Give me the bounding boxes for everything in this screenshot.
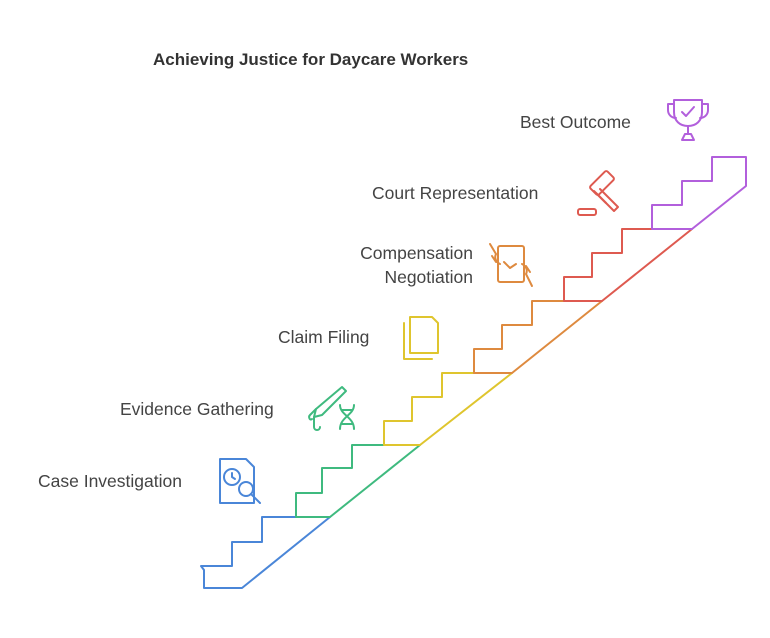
label-line: Court Representation [372,183,539,203]
label-line: Claim Filing [278,327,370,347]
case-search-icon [219,458,261,504]
handshake-document-icon [489,243,533,287]
label-court-representation: Court Representation [372,181,538,205]
stair-segment-evidence-gathering [295,444,421,518]
label-line: Evidence Gathering [120,399,274,419]
label-compensation-negotiation: Compensation Negotiation [360,241,473,289]
trophy-icon [667,99,709,141]
dna-swab-icon [308,386,355,431]
stair-segment-court-representation [563,228,693,302]
label-line: Best Outcome [520,112,631,132]
stair-segment-best-outcome [651,156,747,230]
stair-segment-compensation-negotiation [473,300,603,374]
label-case-investigation: Case Investigation [38,469,182,493]
label-line: Compensation [360,243,473,263]
diagram-title: Achieving Justice for Daycare Workers [153,50,469,69]
label-evidence-gathering: Evidence Gathering [120,397,274,421]
documents-icon [403,316,439,360]
label-line: Negotiation [384,267,473,287]
gavel-icon [577,170,619,216]
label-best-outcome: Best Outcome [520,110,631,134]
stair-segment-claim-filing [383,372,513,446]
label-line: Case Investigation [38,471,182,491]
label-claim-filing: Claim Filing [278,325,369,349]
stair-segment-case-investigation [200,516,331,589]
